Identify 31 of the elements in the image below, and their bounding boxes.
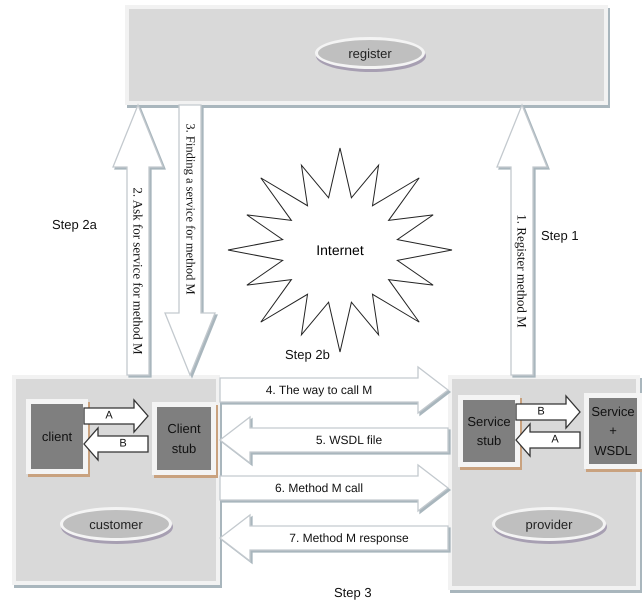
step-label: Step 3 xyxy=(334,585,372,600)
block-arrow xyxy=(515,394,581,430)
step-label: Step 2a xyxy=(52,217,97,232)
registry-panel xyxy=(125,5,608,105)
edge-label: 5. WSDL file xyxy=(316,434,382,446)
edge-label: A xyxy=(105,410,113,422)
ellipse-label: customer xyxy=(60,507,172,541)
edge-label: A xyxy=(551,434,559,446)
service-box: Service + WSDL xyxy=(584,393,642,469)
edge-label: 4. The way to call M xyxy=(266,384,372,396)
block-arrow xyxy=(83,426,149,462)
edge-label: 1. Register method M xyxy=(516,214,528,328)
block-arrow xyxy=(515,422,581,458)
block-arrow xyxy=(83,398,149,434)
step-label: Step 2b xyxy=(285,347,330,362)
step-label: Step 1 xyxy=(541,228,579,243)
edge-label: B xyxy=(119,438,127,450)
ellipse-label: register xyxy=(315,37,425,69)
client-stub-box: Client stub xyxy=(152,402,216,475)
customer-panel xyxy=(12,375,220,585)
service-stub-box: Service stub xyxy=(458,395,520,467)
client-box: client xyxy=(26,399,88,474)
cloud-label: Internet xyxy=(316,242,364,258)
edge-label: 3. Finding a service for method M xyxy=(184,123,196,295)
block-arrow xyxy=(218,416,449,464)
edge-label: 6. Method M call xyxy=(274,482,364,494)
edge-label: 2. Ask for service for method M xyxy=(132,187,144,355)
edge-label: 7. Method M response xyxy=(289,532,409,544)
ellipse-label: provider xyxy=(492,507,606,541)
provider-panel xyxy=(448,375,640,590)
edge-label: B xyxy=(537,406,545,418)
